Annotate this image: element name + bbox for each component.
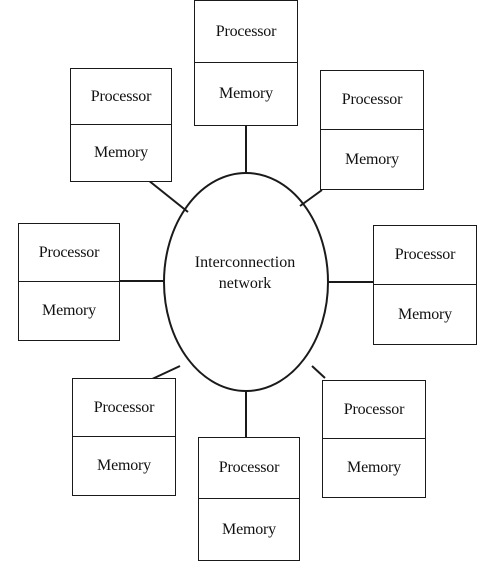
node-bottom: Processor Memory	[198, 437, 300, 561]
processor-cell: Processor	[374, 226, 476, 285]
memory-cell: Memory	[219, 85, 273, 102]
node-lower-right: Processor Memory	[322, 380, 426, 498]
memory-cell: Memory	[347, 459, 401, 476]
processor-cell: Processor	[195, 1, 297, 63]
interconnection-network	[163, 172, 329, 392]
processor-cell: Processor	[323, 381, 425, 439]
link-upper-left	[147, 179, 189, 213]
memory-cell: Memory	[94, 144, 148, 161]
link-lower-left	[149, 365, 181, 381]
node-upper-right: Processor Memory	[320, 70, 424, 190]
node-upper-left: Processor Memory	[70, 68, 172, 182]
node-lower-left: Processor Memory	[72, 378, 176, 496]
link-lower-right	[311, 365, 326, 379]
memory-cell: Memory	[345, 150, 399, 168]
memory-cell: Memory	[42, 302, 96, 319]
node-right: Processor Memory	[373, 225, 477, 345]
processor-cell: Processor	[321, 71, 423, 130]
processor-cell: Processor	[71, 69, 171, 125]
hub-label-line2: network	[218, 275, 272, 292]
processor-cell: Processor	[19, 224, 119, 282]
memory-cell: Memory	[97, 457, 151, 474]
memory-cell: Memory	[398, 305, 452, 323]
node-top: Processor Memory	[194, 0, 298, 126]
node-left: Processor Memory	[18, 223, 120, 341]
hub-label: Interconnection network	[162, 252, 328, 294]
hub-label-line1: Interconnection	[194, 254, 296, 271]
memory-cell: Memory	[222, 520, 276, 538]
processor-cell: Processor	[73, 379, 175, 437]
processor-cell: Processor	[199, 438, 299, 499]
